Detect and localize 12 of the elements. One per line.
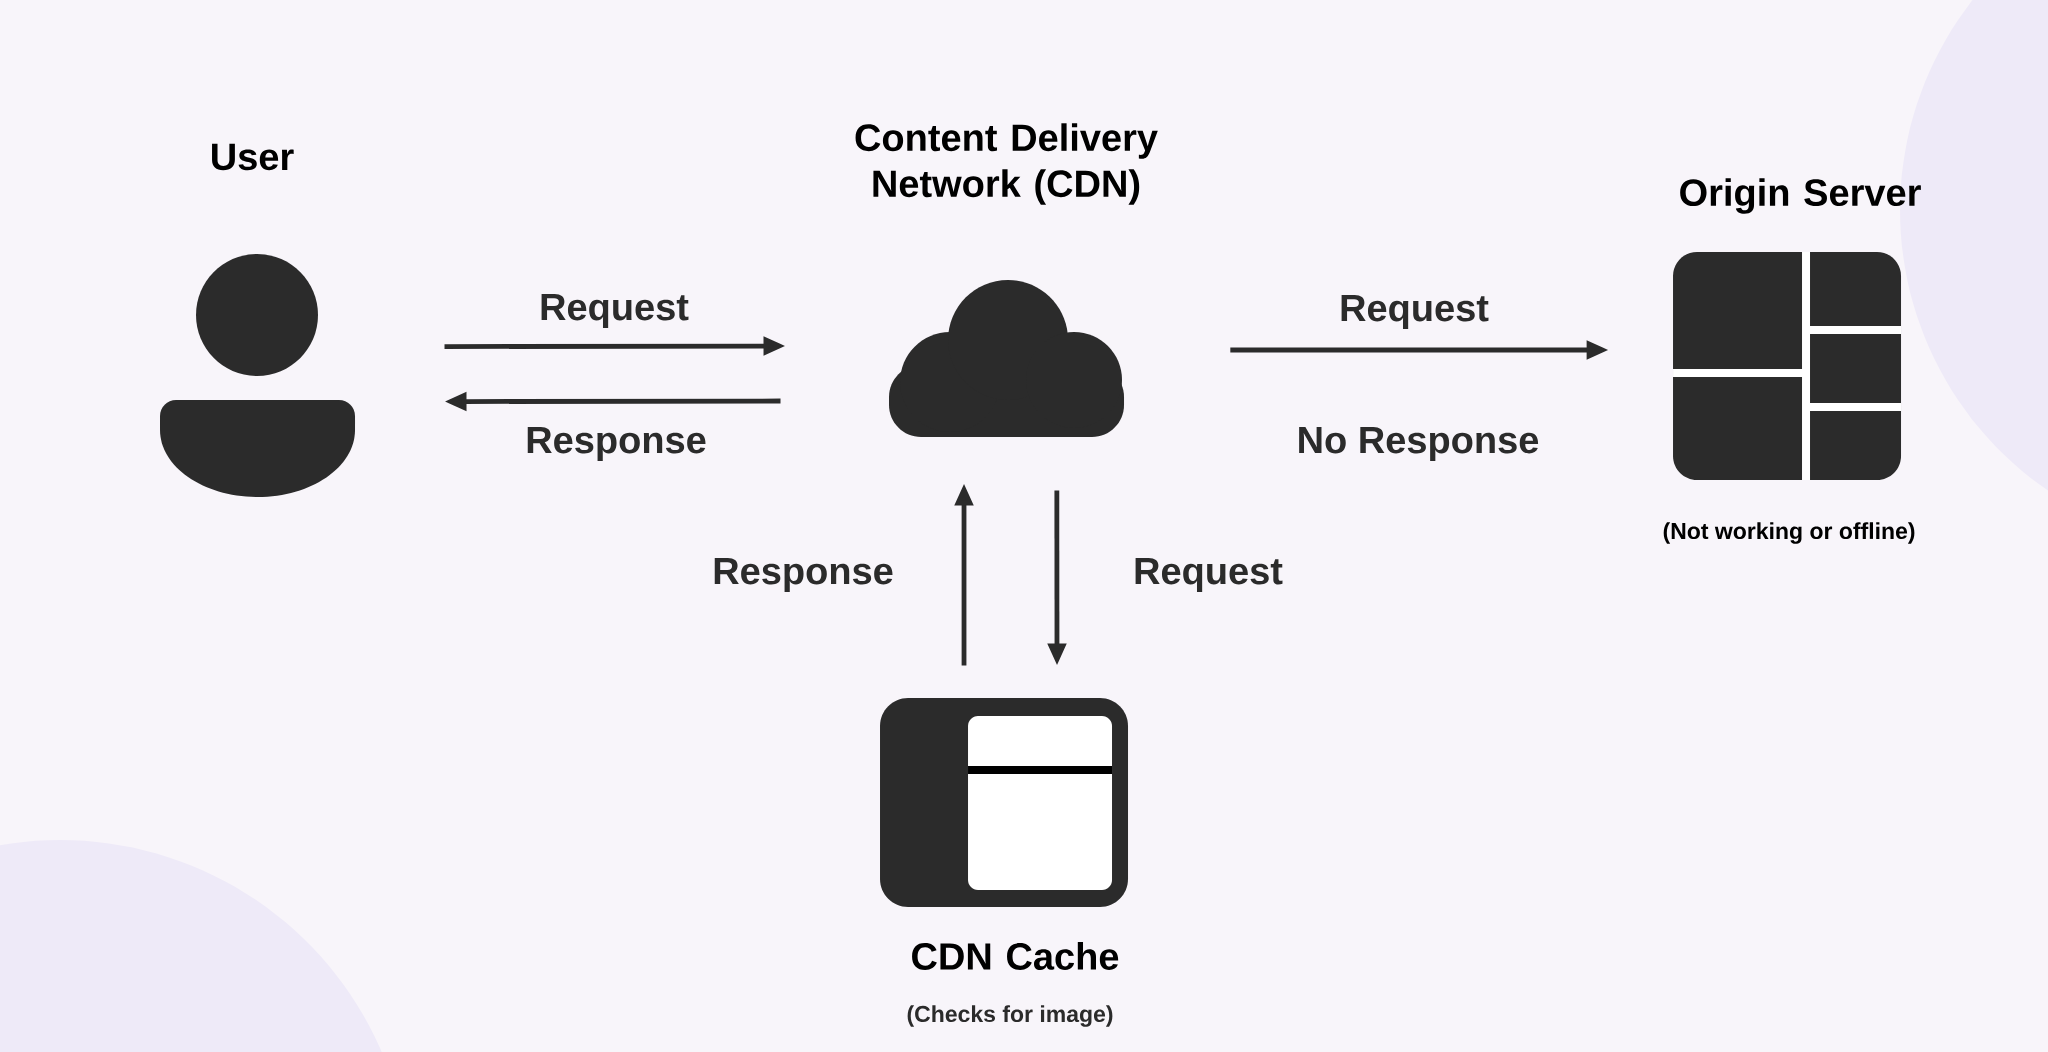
edge-label: Request [1341,295,1489,329]
node-title: User [212,143,294,171]
node-title: CDN Cache [912,942,1119,970]
edge-label: Request [1135,558,1283,592]
edge-label: Response [714,558,893,592]
node-title: Content Delivery Network (CDN) [855,123,1158,205]
status-label: No Response [1299,427,1539,461]
caption-note: (Checks for image) [907,1005,1113,1027]
edge-label: Response [527,427,706,461]
edge-label: Request [541,294,689,328]
node-note: (Not working or offline) [1663,522,1915,544]
node-title: Origin Server [1680,178,1921,214]
